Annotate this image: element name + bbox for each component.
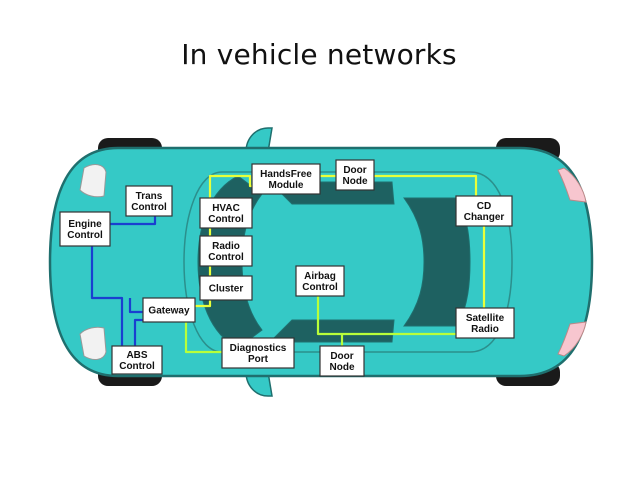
node-box [142, 297, 196, 323]
node-box [455, 307, 515, 339]
node-label: Port [248, 354, 269, 365]
node-label: CD [477, 201, 491, 212]
node-box [59, 211, 111, 247]
node-label: Trans [136, 191, 163, 202]
taillight-bottom [557, 321, 587, 357]
bus-blue-engine [90, 246, 124, 346]
bus-yellow-door-cd [374, 174, 478, 196]
node-label: Control [131, 202, 167, 213]
node-box [251, 163, 321, 195]
node-box [199, 275, 253, 301]
node-label: Module [269, 180, 304, 191]
bus-green-gateway-diag [184, 322, 222, 354]
page-title: In vehicle networks [181, 38, 457, 71]
node-cluster: Cluster [199, 275, 253, 301]
mirror-bottom [245, 371, 273, 397]
node-label: ABS [126, 350, 147, 361]
node-label: Radio [212, 241, 240, 252]
node-box [111, 345, 163, 375]
node-label: Diagnostics [230, 343, 287, 354]
node-label: Node [330, 362, 355, 373]
node-label: Engine [68, 219, 102, 230]
node-label: Control [67, 230, 103, 241]
node-label: Control [302, 282, 338, 293]
side-window-bottom [268, 319, 395, 343]
node-label: Changer [464, 212, 505, 223]
node-box [221, 337, 295, 369]
node-box [455, 195, 513, 227]
bus-blue-abs [133, 318, 143, 346]
node-label: Airbag [304, 271, 336, 282]
node-label: Cluster [209, 284, 244, 295]
taillight-top [557, 167, 587, 203]
node-label: Control [208, 214, 244, 225]
node-box [125, 185, 173, 217]
headlight-top [79, 164, 107, 198]
node-label: Door [343, 165, 366, 176]
node-label: HandsFree [260, 169, 312, 180]
node-gateway: Gateway [142, 297, 196, 323]
node-box [199, 235, 253, 267]
headlight-bottom [79, 326, 107, 360]
node-label: Satellite [466, 313, 505, 324]
node-label: Radio [471, 324, 499, 335]
node-box [335, 159, 375, 191]
node-label: Control [208, 252, 244, 263]
node-label: Gateway [148, 306, 190, 317]
mirror-top [245, 127, 273, 153]
node-label: Door [330, 351, 353, 362]
node-label: Node [343, 176, 368, 187]
node-label: Control [119, 361, 155, 372]
node-label: HVAC [212, 203, 240, 214]
bus-yellow-main [194, 174, 256, 308]
node-box [199, 197, 253, 229]
node-box [319, 345, 365, 377]
bus-blue-gateway [128, 298, 143, 314]
node-box [295, 265, 345, 297]
